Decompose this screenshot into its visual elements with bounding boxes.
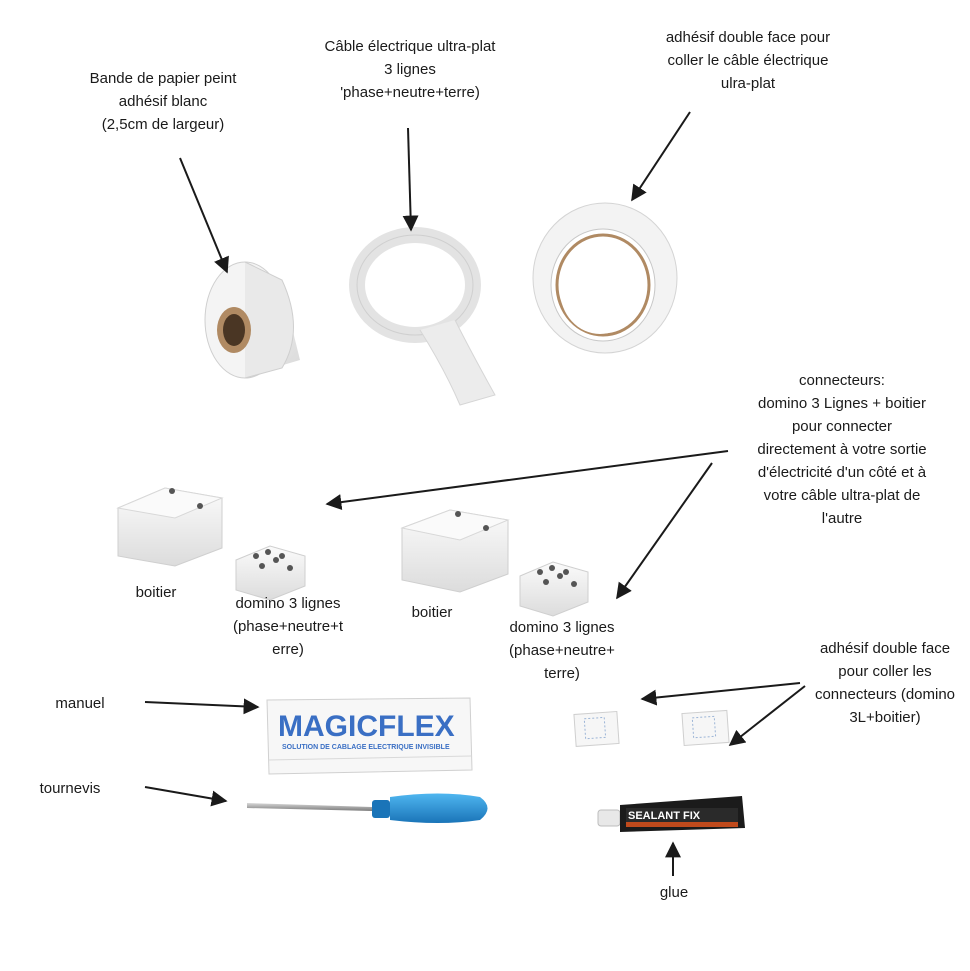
arrow-manuel [144, 698, 260, 715]
label-glue: glue [659, 884, 689, 901]
arrow-paper-tape [179, 157, 229, 274]
adhesive-pad-left-icon [573, 710, 620, 747]
domino-connector-right-icon [519, 561, 589, 617]
label-connectors: connecteurs: domino 3 Lignes + boitier p… [757, 372, 927, 527]
manual-booklet-icon: MAGICFLEX SOLUTION DE CABLAGE ELECTRIQUE… [266, 697, 473, 775]
label-tournevis: tournevis [39, 780, 101, 797]
arrow-double-tape [631, 111, 691, 202]
junction-box-left-icon [116, 487, 224, 567]
label-paper-tape: Bande de papier peint adhésif blanc (2,5… [89, 70, 237, 133]
label-domino-left: domino 3 lignes (phase+neutre+t erre) [232, 595, 344, 658]
domino-connector-left-icon [235, 545, 306, 601]
screwdriver-icon [247, 793, 488, 823]
manual-tagline: SOLUTION DE CABLAGE ELECTRIQUE INVISIBLE [282, 744, 450, 751]
double-sided-tape-roll-icon [532, 202, 678, 354]
label-domino-right: domino 3 lignes (phase+neutre+ terre) [509, 619, 615, 682]
paper-tape-roll-icon [204, 261, 300, 379]
label-flat-cable: Câble électrique ultra-plat 3 lignes 'ph… [324, 38, 496, 101]
label-boitier-right: boitier [411, 604, 453, 621]
label-boitier-left: boitier [135, 584, 177, 601]
glue-brand: SEALANT FIX [628, 810, 701, 822]
manual-logo: MAGICFLEX [278, 710, 455, 743]
glue-tube-icon: SEALANT FIX [597, 796, 745, 832]
arrow-flat-cable [402, 127, 419, 232]
arrow-tournevis [144, 786, 228, 807]
arrow-connectors-right [616, 462, 713, 600]
label-manuel: manuel [55, 695, 105, 712]
arrow-pads-left [640, 682, 801, 706]
junction-box-right-icon [400, 509, 510, 593]
label-double-tape-cable: adhésif double face pour coller le câble… [665, 29, 831, 92]
arrow-connectors-left [325, 450, 729, 511]
arrow-pads-right [728, 685, 806, 746]
flat-cable-roll-icon [349, 227, 496, 406]
adhesive-pad-right-icon [681, 709, 730, 747]
label-double-tape-connectors: adhésif double face pour coller les conn… [814, 640, 956, 726]
